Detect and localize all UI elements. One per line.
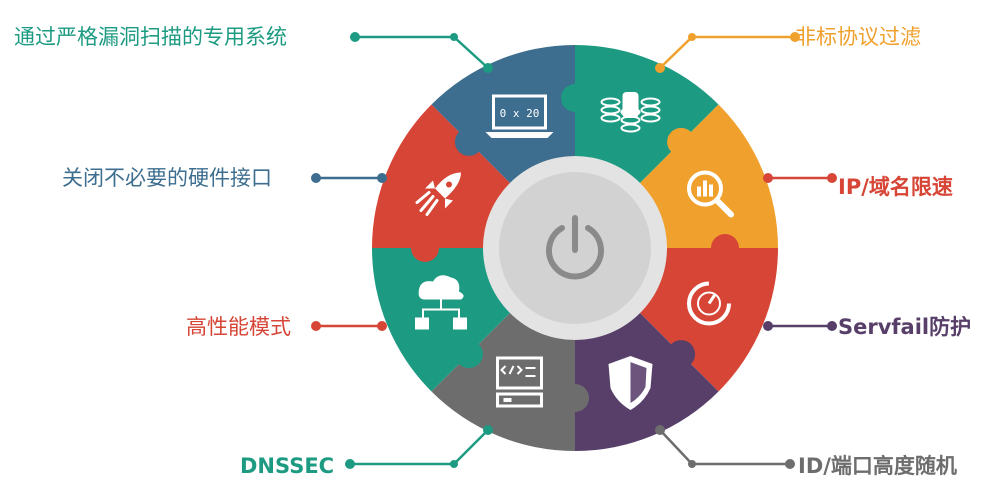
connector-dot-1-1 — [688, 33, 696, 41]
connector-line-5 — [350, 429, 489, 466]
segment-tab-0 — [667, 127, 696, 156]
speedometer-icon — [687, 281, 731, 326]
connector-line-4 — [659, 429, 790, 466]
magnifier-icon — [687, 170, 734, 218]
label-high-performance-mode: 高性能模式 — [186, 315, 291, 339]
connector-dot-5-1 — [450, 460, 458, 468]
shield-icon — [608, 356, 653, 410]
database-icon — [600, 92, 661, 133]
segment-tab-7 — [561, 84, 589, 112]
code-terminal-icon — [496, 356, 543, 408]
label-ip-domain-rate-limit: IP/域名限速 — [838, 175, 953, 199]
laptop-icon: 0 x 20 — [485, 94, 554, 138]
segment-tab-3 — [561, 384, 589, 412]
rocket-icon — [415, 172, 461, 216]
connector-dot-7-1 — [377, 173, 387, 183]
laptop-screen-text: 0 x 20 — [500, 107, 540, 120]
power-icon — [546, 215, 604, 280]
connector-dot-0-2 — [483, 63, 493, 73]
connector-dot-2-1 — [763, 173, 773, 183]
connector-line-0 — [355, 35, 489, 69]
label-vulnerability-scanned-system: 通过严格漏洞扫描的专用系统 — [14, 25, 287, 49]
label-servfail-protection: Servfail防护 — [838, 315, 972, 339]
connector-dot-0-0 — [350, 32, 360, 42]
connector-dot-3-1 — [763, 321, 773, 331]
cloud-network-icon — [415, 275, 467, 330]
connector-dot-6-0 — [311, 321, 321, 331]
connector-dot-5-0 — [345, 459, 355, 469]
connector-line-1 — [659, 35, 795, 69]
segment-tab-4 — [454, 340, 483, 369]
connector-dot-0-1 — [450, 33, 458, 41]
label-nonstandard-protocol-filter: 非标协议过滤 — [795, 25, 921, 49]
segment-tab-1 — [711, 234, 739, 262]
connector-dot-4-0 — [785, 459, 795, 469]
connector-dot-1-2 — [655, 63, 665, 73]
segment-tab-6 — [454, 127, 483, 156]
connector-dot-7-0 — [311, 173, 321, 183]
connector-dot-5-2 — [483, 425, 493, 435]
connector-dot-3-0 — [827, 321, 837, 331]
label-dnssec: DNSSEC — [240, 454, 335, 478]
connector-dot-4-2 — [655, 425, 665, 435]
connector-dot-4-1 — [688, 460, 696, 468]
connector-dot-2-0 — [827, 173, 837, 183]
segment-tab-5 — [411, 234, 439, 262]
connector-dot-1-0 — [790, 32, 800, 42]
connector-dot-6-1 — [377, 321, 387, 331]
label-id-port-randomization: ID/端口高度随机 — [798, 454, 957, 478]
label-disable-hardware-ports: 关闭不必要的硬件接口 — [62, 166, 272, 190]
segment-tab-2 — [667, 340, 696, 369]
